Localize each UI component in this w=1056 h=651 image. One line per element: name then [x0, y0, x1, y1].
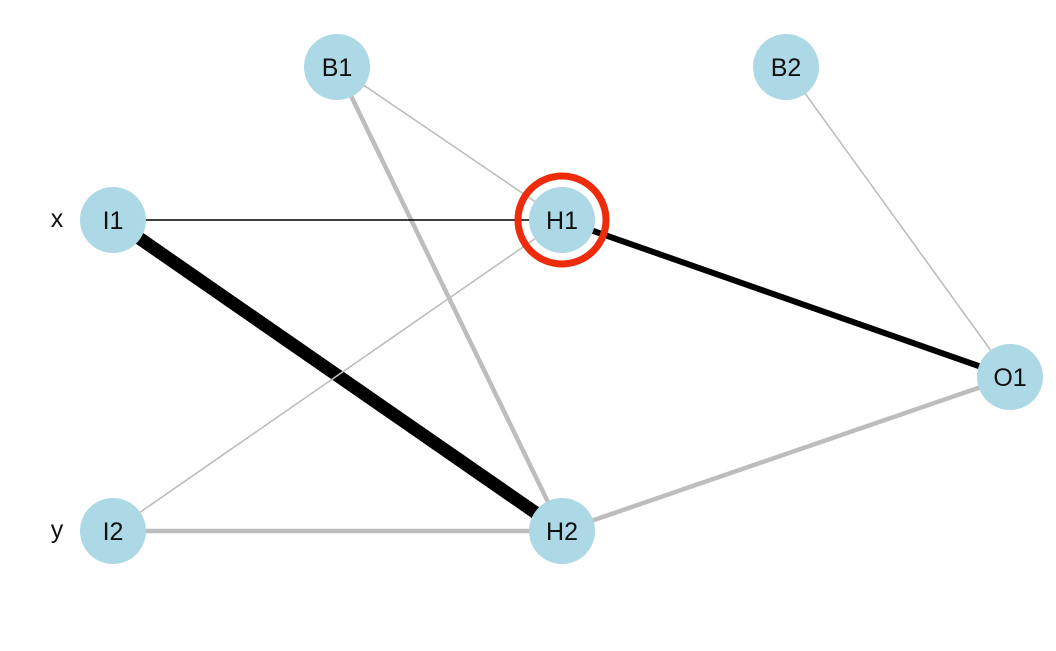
node-label-h1: H1	[546, 207, 578, 235]
node-label-h2: H2	[546, 518, 578, 546]
node-circle-i1	[80, 187, 146, 253]
node-circle-h1	[529, 187, 595, 253]
node-label-i1: I1	[103, 207, 124, 235]
input-label-x: x	[51, 205, 64, 233]
node-label-b1: B1	[322, 54, 353, 82]
edge-b1-h2	[334, 66, 565, 532]
node-b1: B1	[304, 34, 370, 100]
node-label-b2: B2	[771, 54, 802, 82]
edge-h1-o1	[561, 217, 1011, 380]
node-h2: H2	[529, 498, 595, 564]
highlight-layer	[514, 172, 610, 268]
edge-i2-h1	[112, 219, 563, 532]
input-labels-layer: xy	[51, 205, 64, 544]
highlight-ring	[514, 172, 610, 268]
node-h1: H1	[529, 187, 595, 253]
node-circle-i2	[80, 498, 146, 564]
node-b2: B2	[753, 34, 819, 100]
edge-h2-o1	[561, 374, 1011, 534]
node-circle-h2	[529, 498, 595, 564]
node-label-i2: I2	[103, 518, 124, 546]
input-label-y: y	[51, 516, 64, 544]
edge-b2-o1	[785, 66, 1011, 378]
node-o1: O1	[977, 344, 1043, 410]
node-i2: I2	[80, 498, 146, 564]
node-circle-o1	[977, 344, 1043, 410]
node-circle-b2	[753, 34, 819, 100]
node-label-o1: O1	[993, 364, 1026, 392]
node-circle-b1	[304, 34, 370, 100]
node-i1: I1	[80, 187, 146, 253]
edges-layer	[109, 66, 1011, 537]
